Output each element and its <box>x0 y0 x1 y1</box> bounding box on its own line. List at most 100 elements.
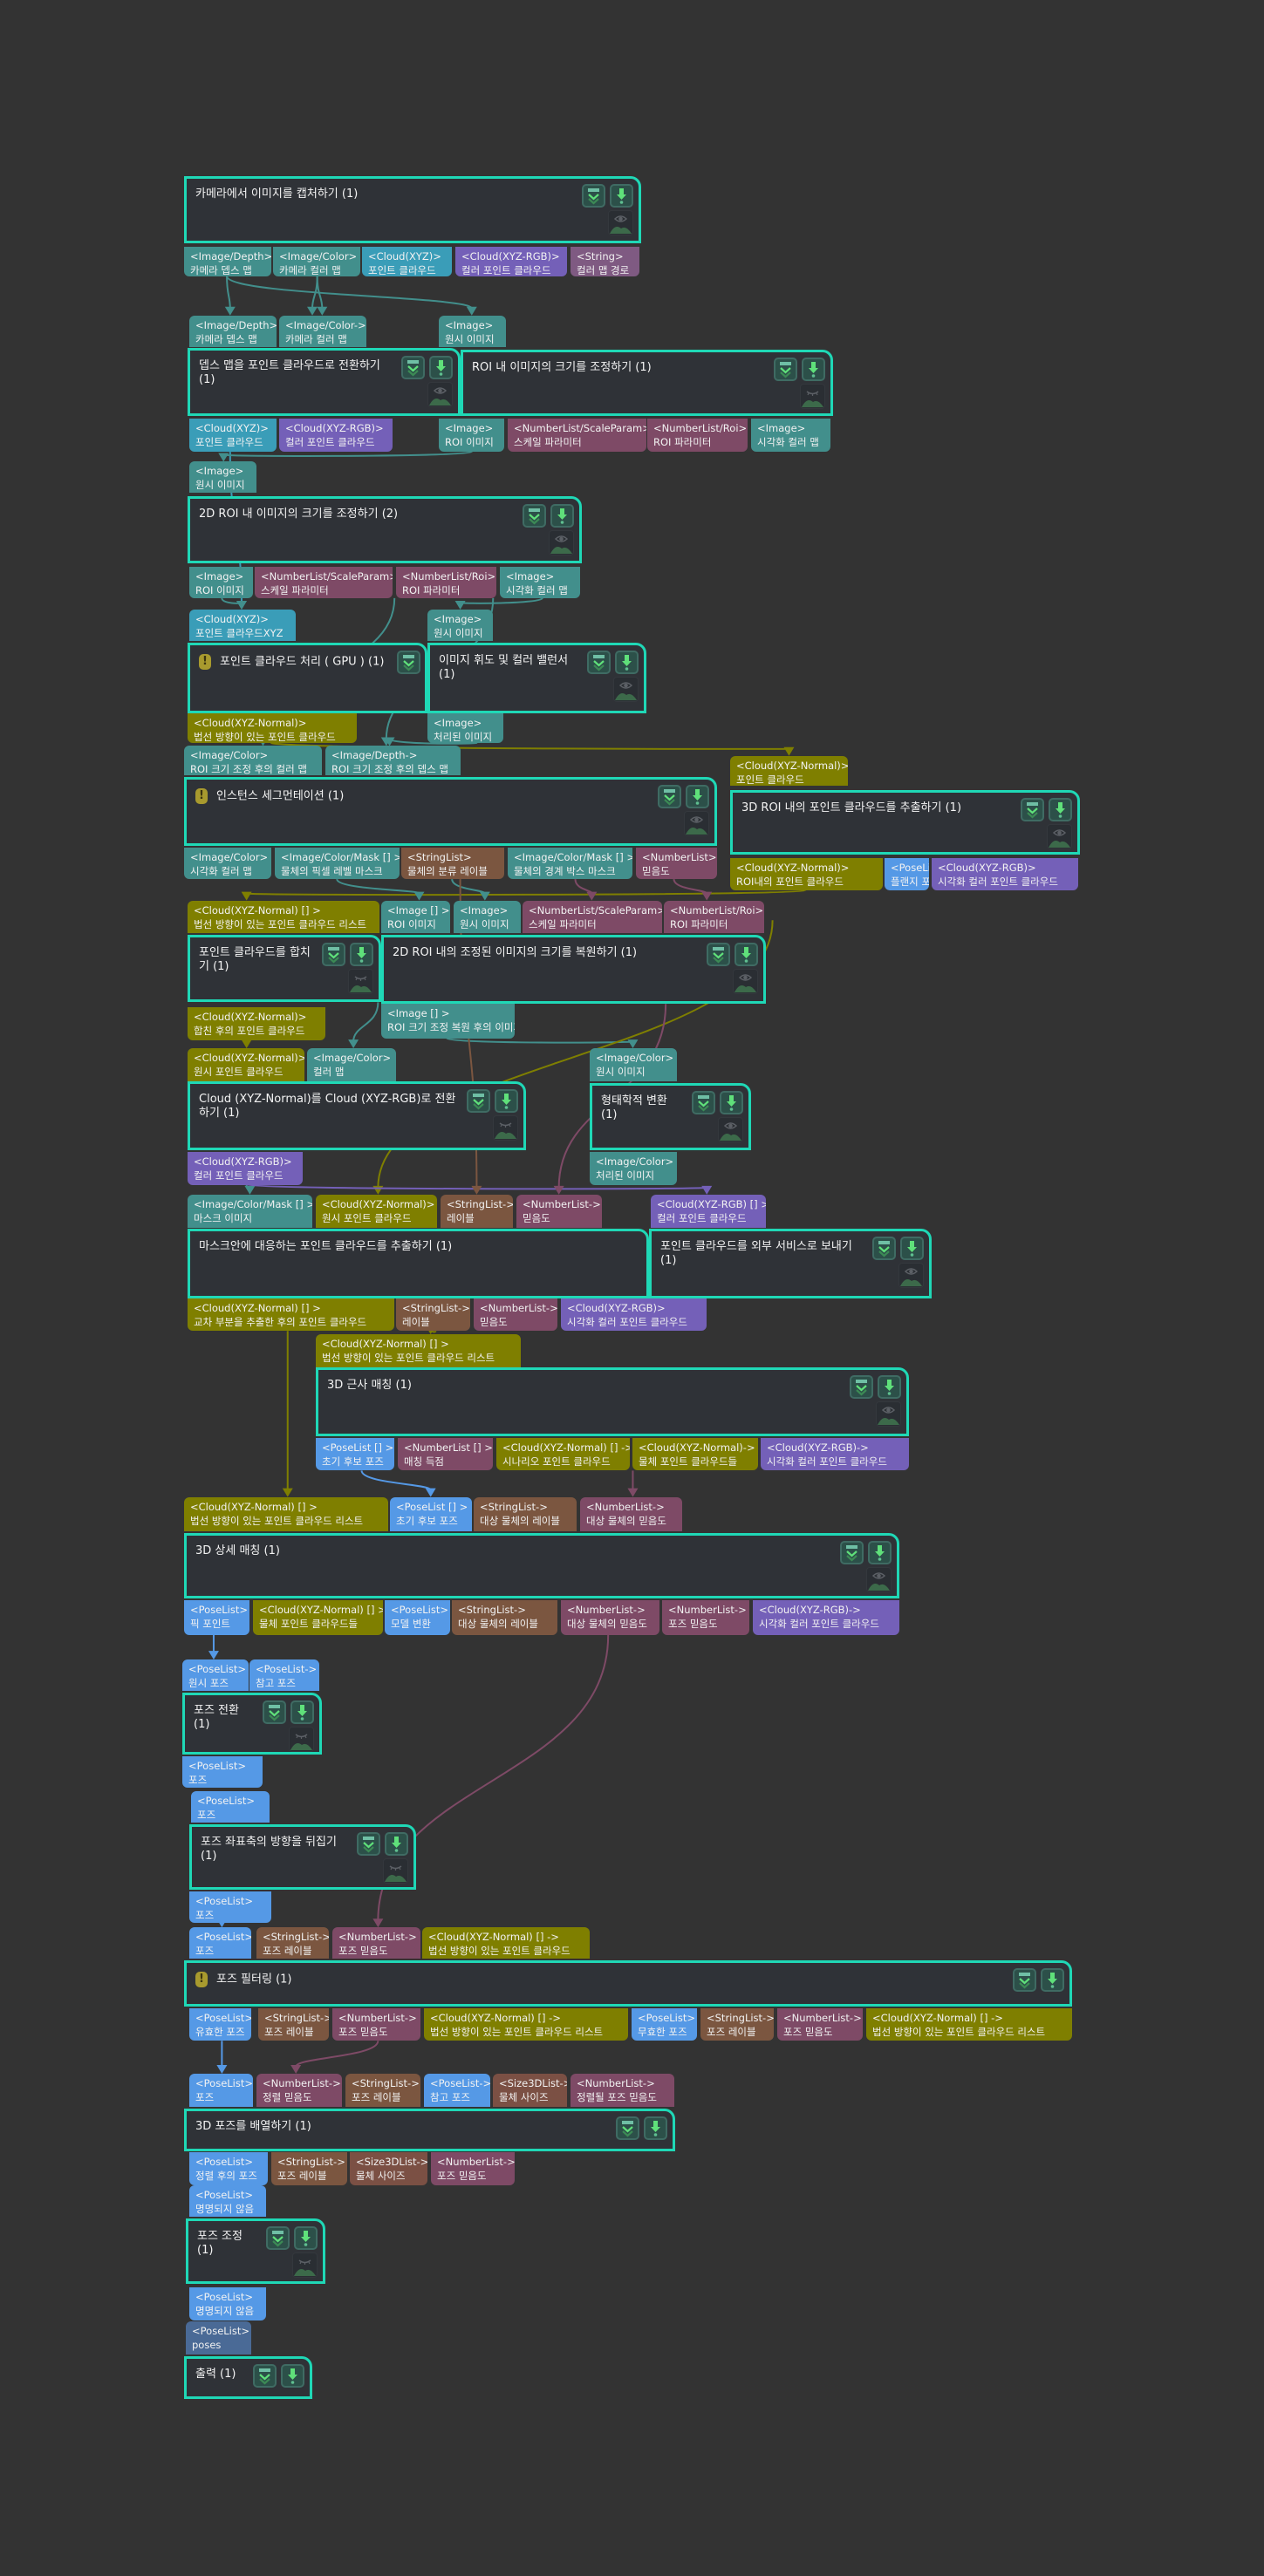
output-port[interactable]: <Cloud(XYZ-RGB)>컬러 포인트 클라우드 <box>279 419 393 452</box>
run-step-button[interactable] <box>878 1375 901 1399</box>
workflow-step-node[interactable]: 뎁스 맵을 포인트 클라우드로 전환하기 (1) <box>188 348 461 416</box>
collapse-ports-button[interactable] <box>401 356 425 379</box>
output-port[interactable]: <PoseList>포즈 <box>182 1756 263 1788</box>
run-step-button[interactable] <box>290 1700 314 1724</box>
collapse-ports-button[interactable] <box>253 2364 277 2388</box>
input-port[interactable]: <Image>원시 이미지 <box>454 901 521 933</box>
output-port[interactable]: <NumberList->포즈 믿음도 <box>662 1600 749 1635</box>
run-step-button[interactable] <box>720 1091 743 1114</box>
collapse-ports-button[interactable] <box>840 1541 864 1564</box>
output-port[interactable]: <PoseList>정렬 후의 포즈 <box>189 2152 268 2185</box>
preview-hidden-toggle[interactable] <box>289 1727 314 1752</box>
output-port[interactable]: <StringList->포즈 레이블 <box>700 2008 774 2041</box>
collapse-ports-button[interactable] <box>467 1089 490 1113</box>
run-step-button[interactable] <box>610 184 633 208</box>
output-port[interactable]: <String>컬러 맵 경로 <box>571 247 639 276</box>
output-port[interactable]: <Image>처리된 이미지 <box>427 713 503 743</box>
input-port[interactable]: <NumberList->포즈 믿음도 <box>332 1927 420 1959</box>
input-port[interactable]: <Image/Color>ROI 크기 조정 후의 컬러 맵 <box>184 746 322 775</box>
input-port[interactable]: <PoseList->참고 포즈 <box>424 2074 490 2107</box>
run-step-button[interactable] <box>385 1832 408 1856</box>
input-port[interactable]: <Cloud(XYZ-Normal)>원시 포인트 클라우드 <box>316 1195 437 1228</box>
workflow-step-node[interactable]: !인스턴스 세그먼테이션 (1) <box>184 777 717 846</box>
workflow-step-node[interactable]: 포인트 클라우드를 외부 서비스로 보내기 (1) <box>649 1229 932 1298</box>
workflow-step-node[interactable]: 카메라에서 이미지를 캡처하기 (1) <box>184 176 641 243</box>
run-step-button[interactable] <box>281 2364 304 2388</box>
preview-hidden-toggle[interactable] <box>493 1115 518 1141</box>
output-port[interactable]: <NumberList/Roi>ROI 파라미터 <box>396 567 496 598</box>
collapse-ports-button[interactable] <box>322 943 345 966</box>
workflow-step-node[interactable]: 2D ROI 내 이미지의 크기를 조정하기 (2) <box>188 496 582 563</box>
workflow-step-node[interactable]: Cloud (XYZ-Normal)를 Cloud (XYZ-RGB)로 전환하… <box>188 1081 526 1150</box>
input-port[interactable]: <PoseList>원시 포즈 <box>182 1659 249 1691</box>
output-port[interactable]: <NumberList->포즈 믿음도 <box>777 2008 863 2041</box>
collapse-ports-button[interactable] <box>872 1237 896 1260</box>
output-port[interactable]: <Image/Depth>카메라 뎁스 맵 <box>184 247 271 276</box>
output-port[interactable]: <PoseList>플랜지 포즈 <box>885 858 929 890</box>
workflow-step-node[interactable]: 포즈 조정 (1) <box>186 2218 325 2284</box>
output-port[interactable]: <Image/Color>처리된 이미지 <box>590 1152 677 1185</box>
output-port[interactable]: <NumberList/ScaleParam>스케일 파라미터 <box>255 567 393 598</box>
output-port[interactable]: <NumberList->포즈 믿음도 <box>431 2152 515 2185</box>
workflow-step-node[interactable]: 이미지 휘도 및 컬러 밸런서 (1) <box>427 643 646 713</box>
output-port[interactable]: <Cloud(XYZ-RGB)>시각화 컬러 포인트 클라우드 <box>561 1298 707 1331</box>
output-port[interactable]: <PoseList>포즈 <box>189 1891 271 1923</box>
output-port[interactable]: <Cloud(XYZ-RGB)->시각화 컬러 포인트 클라우드 <box>761 1438 909 1470</box>
preview-hidden-toggle[interactable] <box>292 2252 318 2278</box>
input-port[interactable]: <PoseList>포즈 <box>189 1927 251 1959</box>
input-port[interactable]: <Cloud(XYZ-Normal) [] >법선 방향이 있는 포인트 클라우… <box>188 901 379 933</box>
input-port[interactable]: <StringList->포즈 레이블 <box>256 1927 329 1959</box>
run-step-button[interactable] <box>294 2226 318 2250</box>
run-step-button[interactable] <box>1041 1968 1064 1992</box>
collapse-ports-button[interactable] <box>587 651 611 674</box>
run-step-button[interactable] <box>550 504 574 528</box>
workflow-step-node[interactable]: !포즈 필터링 (1) <box>184 1960 1072 2007</box>
input-port[interactable]: <Cloud(XYZ-Normal)>포인트 클라우드 <box>730 756 848 786</box>
collapse-ports-button[interactable] <box>523 504 546 528</box>
output-port[interactable]: <Cloud(XYZ-Normal) [] ->법선 방향이 있는 포인트 클라… <box>866 2008 1072 2041</box>
output-port[interactable]: <StringList->포즈 레이블 <box>271 2152 347 2185</box>
preview-hidden-toggle[interactable] <box>348 969 373 994</box>
workflow-step-node[interactable]: !포인트 클라우드 처리 ( GPU ) (1) <box>188 643 427 713</box>
collapse-ports-button[interactable] <box>692 1091 715 1114</box>
preview-hidden-toggle[interactable] <box>383 1858 408 1884</box>
output-port[interactable]: <NumberList/Roi>ROI 파라미터 <box>647 419 748 452</box>
output-port[interactable]: <NumberList->믿음도 <box>474 1298 557 1331</box>
workflow-step-node[interactable]: 3D 포즈를 배열하기 (1) <box>184 2109 675 2151</box>
collapse-ports-button[interactable] <box>266 2226 290 2250</box>
run-step-button[interactable] <box>429 356 453 379</box>
output-port[interactable]: <Cloud(XYZ-Normal)>합친 후의 포인트 클라우드 <box>188 1007 325 1040</box>
output-port[interactable]: <Cloud(XYZ-Normal) [] ->법선 방향이 있는 포인트 클라… <box>424 2008 628 2041</box>
input-port[interactable]: <Image/Depth->ROI 크기 조정 후의 뎁스 맵 <box>325 746 461 775</box>
output-port[interactable]: <NumberList->포즈 믿음도 <box>332 2008 420 2041</box>
collapse-ports-button[interactable] <box>658 785 681 808</box>
run-step-button[interactable] <box>802 358 825 381</box>
run-step-button[interactable] <box>350 943 373 966</box>
output-port[interactable]: <Cloud(XYZ-Normal) [] ->시나리오 포인트 클라우드 <box>496 1438 630 1470</box>
input-port[interactable]: <NumberList->대상 물체의 믿음도 <box>580 1497 682 1531</box>
input-port[interactable]: <PoseList>포즈 <box>189 2074 253 2107</box>
preview-visible-toggle[interactable] <box>608 210 633 235</box>
run-step-button[interactable] <box>868 1541 892 1564</box>
output-port[interactable]: <Size3DList->물체 사이즈 <box>350 2152 427 2185</box>
collapse-ports-button[interactable] <box>616 2116 639 2140</box>
output-port[interactable]: <StringList->레이블 <box>396 1298 470 1331</box>
output-port[interactable]: <Cloud(XYZ-RGB)->시각화 컬러 포인트 클라우드 <box>753 1600 899 1635</box>
output-port[interactable]: <Image>시각화 컬러 맵 <box>751 419 830 452</box>
input-port[interactable]: <NumberList->정렬 믿음도 <box>256 2074 342 2107</box>
input-port[interactable]: <PoseList->참고 포즈 <box>249 1659 319 1691</box>
output-port[interactable]: <Cloud(XYZ-RGB)>시각화 컬러 포인트 클라우드 <box>932 858 1078 890</box>
input-port[interactable]: <NumberList/ScaleParam>스케일 파라미터 <box>523 901 662 933</box>
output-port[interactable]: <Cloud(XYZ-RGB)>컬러 포인트 클라우드 <box>188 1152 303 1185</box>
collapse-ports-button[interactable] <box>357 1832 380 1856</box>
run-step-button[interactable] <box>495 1089 518 1113</box>
preview-visible-toggle[interactable] <box>898 1263 924 1288</box>
preview-visible-toggle[interactable] <box>876 1401 901 1427</box>
output-port[interactable]: <Image/Color>카메라 컬러 맵 <box>273 247 360 276</box>
collapse-ports-button[interactable] <box>1021 798 1044 821</box>
collapse-ports-button[interactable] <box>263 1700 286 1724</box>
preview-visible-toggle[interactable] <box>718 1117 743 1142</box>
workflow-step-node[interactable]: 포인트 클라우드를 합치기 (1) <box>188 935 381 1002</box>
workflow-step-node[interactable]: 포즈 전환 (1) <box>182 1693 322 1755</box>
output-port[interactable]: <StringList->포즈 레이블 <box>258 2008 329 2041</box>
